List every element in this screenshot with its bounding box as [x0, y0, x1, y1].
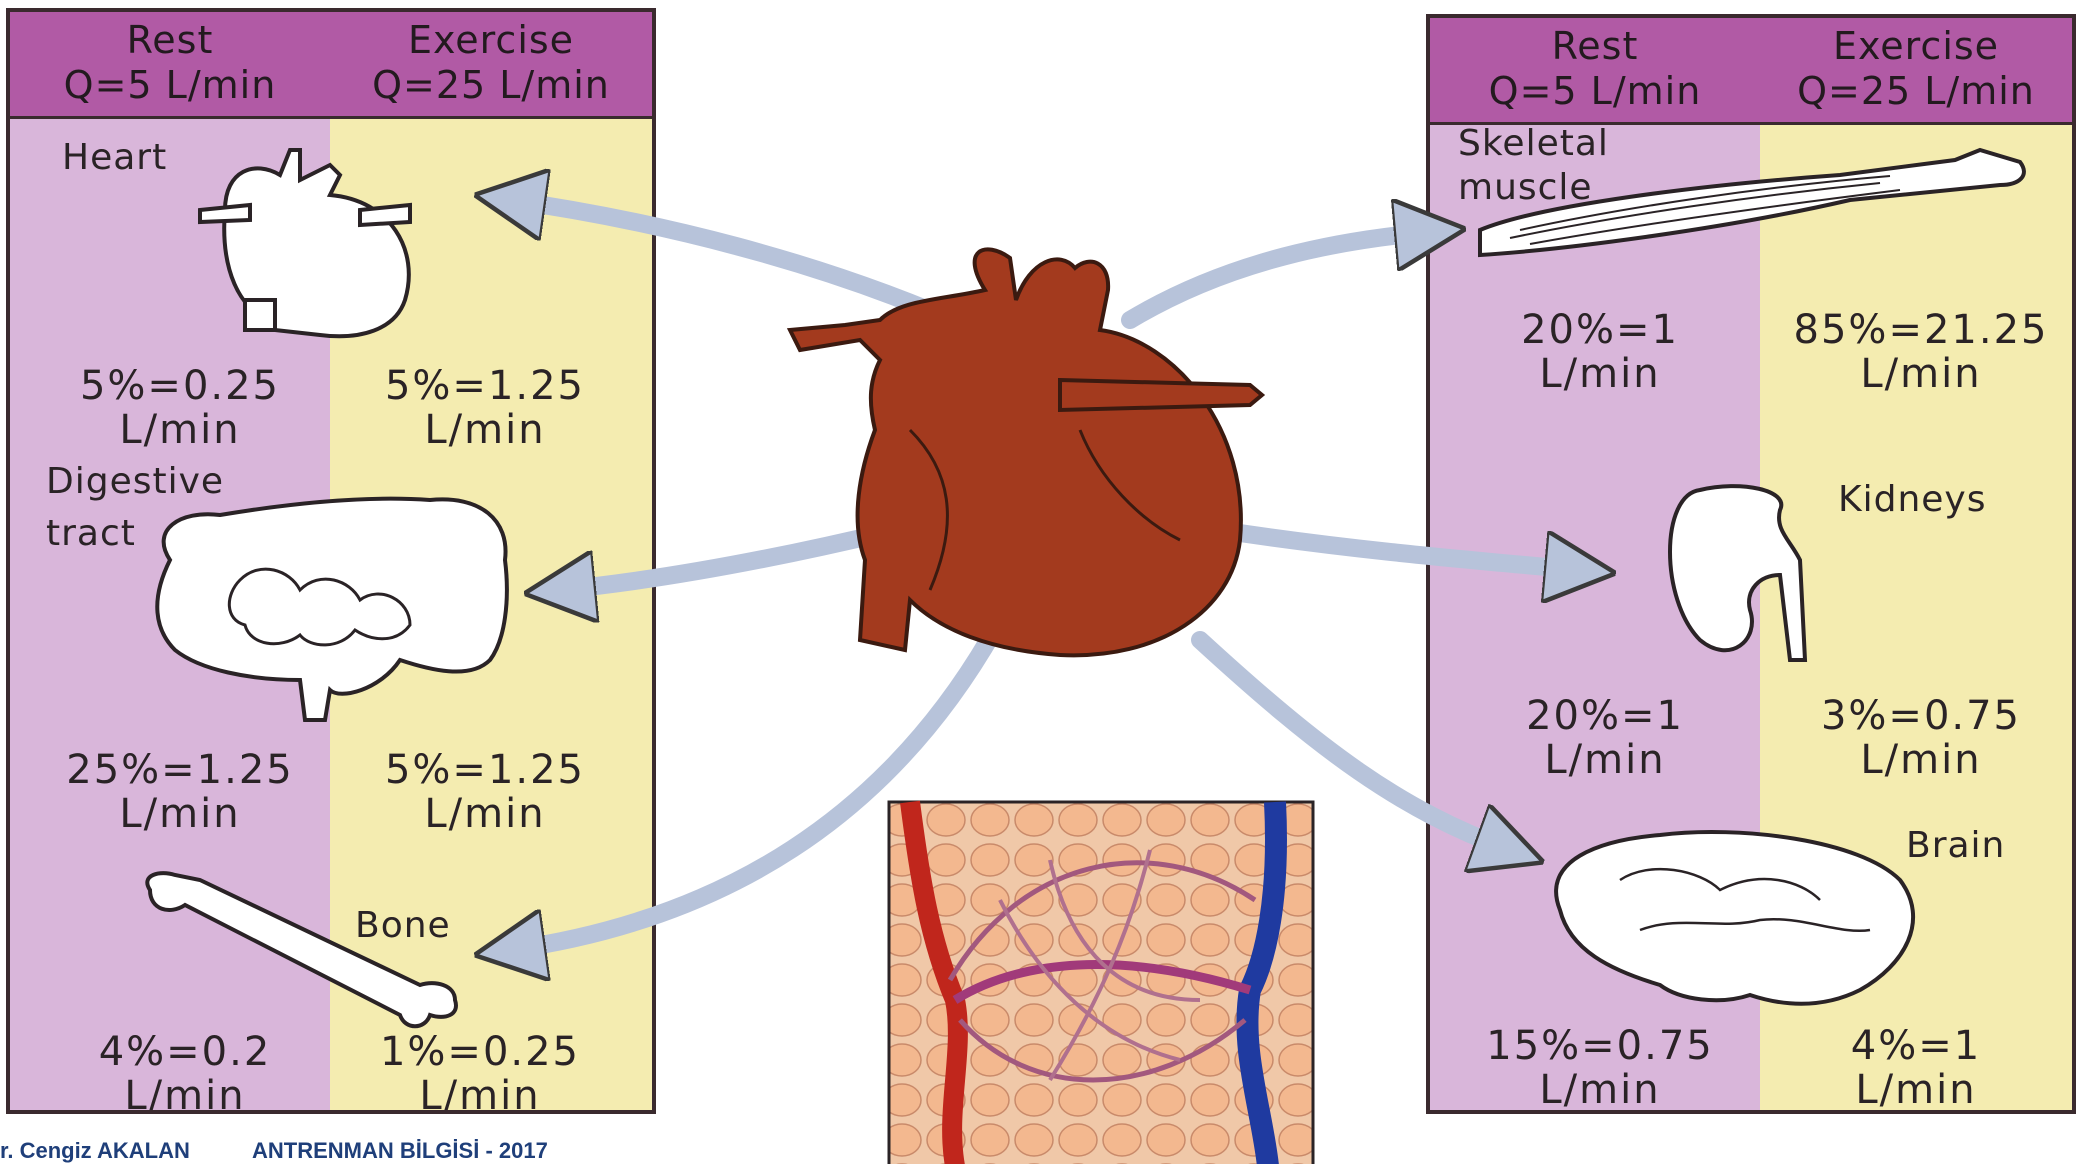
arrow-to-kidney	[1220, 530, 1580, 570]
skeletal-muscle-icon	[1480, 150, 2024, 255]
footer-course: ANTRENMAN BİLGİSİ - 2017	[252, 1138, 548, 1164]
digestive-tract-icon	[157, 499, 507, 720]
arrow-to-digestive	[560, 530, 895, 590]
brain-icon	[1556, 832, 1913, 1004]
kidney-icon	[1670, 486, 1805, 660]
footer-author: r. Cengiz AKALAN	[0, 1138, 190, 1164]
heart-organ-icon	[200, 150, 410, 336]
capillary-bed-image	[889, 802, 1313, 1164]
central-heart-icon	[790, 249, 1262, 655]
arrow-to-muscle	[1130, 232, 1430, 320]
bone-icon	[147, 873, 456, 1026]
